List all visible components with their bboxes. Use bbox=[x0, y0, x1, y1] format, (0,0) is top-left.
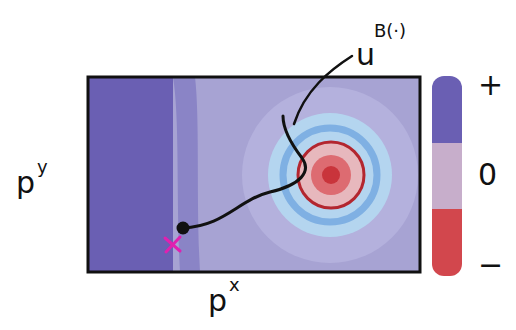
leader-line bbox=[294, 56, 352, 124]
plot-ground bbox=[88, 77, 420, 272]
transition-band bbox=[173, 77, 200, 272]
colorbar-tick: 0 bbox=[478, 160, 497, 190]
start-mark bbox=[165, 237, 180, 252]
start-dot bbox=[177, 222, 190, 235]
colorbar-segment bbox=[432, 209, 462, 276]
high-region bbox=[88, 77, 173, 272]
plot-frame bbox=[88, 77, 420, 272]
colorbar-segment bbox=[432, 143, 462, 210]
axis-name: p bbox=[16, 168, 35, 198]
colorbar-tick: − bbox=[478, 250, 503, 280]
axis-superscript: x bbox=[229, 276, 240, 294]
axis-name: p bbox=[208, 286, 227, 316]
curve-superscript: B(·) bbox=[374, 22, 406, 40]
inner-red bbox=[311, 155, 351, 195]
colorbar-tick: + bbox=[478, 70, 503, 100]
trajectory bbox=[183, 116, 305, 228]
blue-ring bbox=[283, 128, 377, 222]
colorbar-segment bbox=[432, 76, 462, 143]
red-contour bbox=[298, 142, 364, 208]
center-red bbox=[322, 166, 340, 184]
outer-contour bbox=[242, 87, 418, 263]
curve-name: u bbox=[356, 40, 375, 70]
axis-superscript: y bbox=[37, 158, 48, 176]
